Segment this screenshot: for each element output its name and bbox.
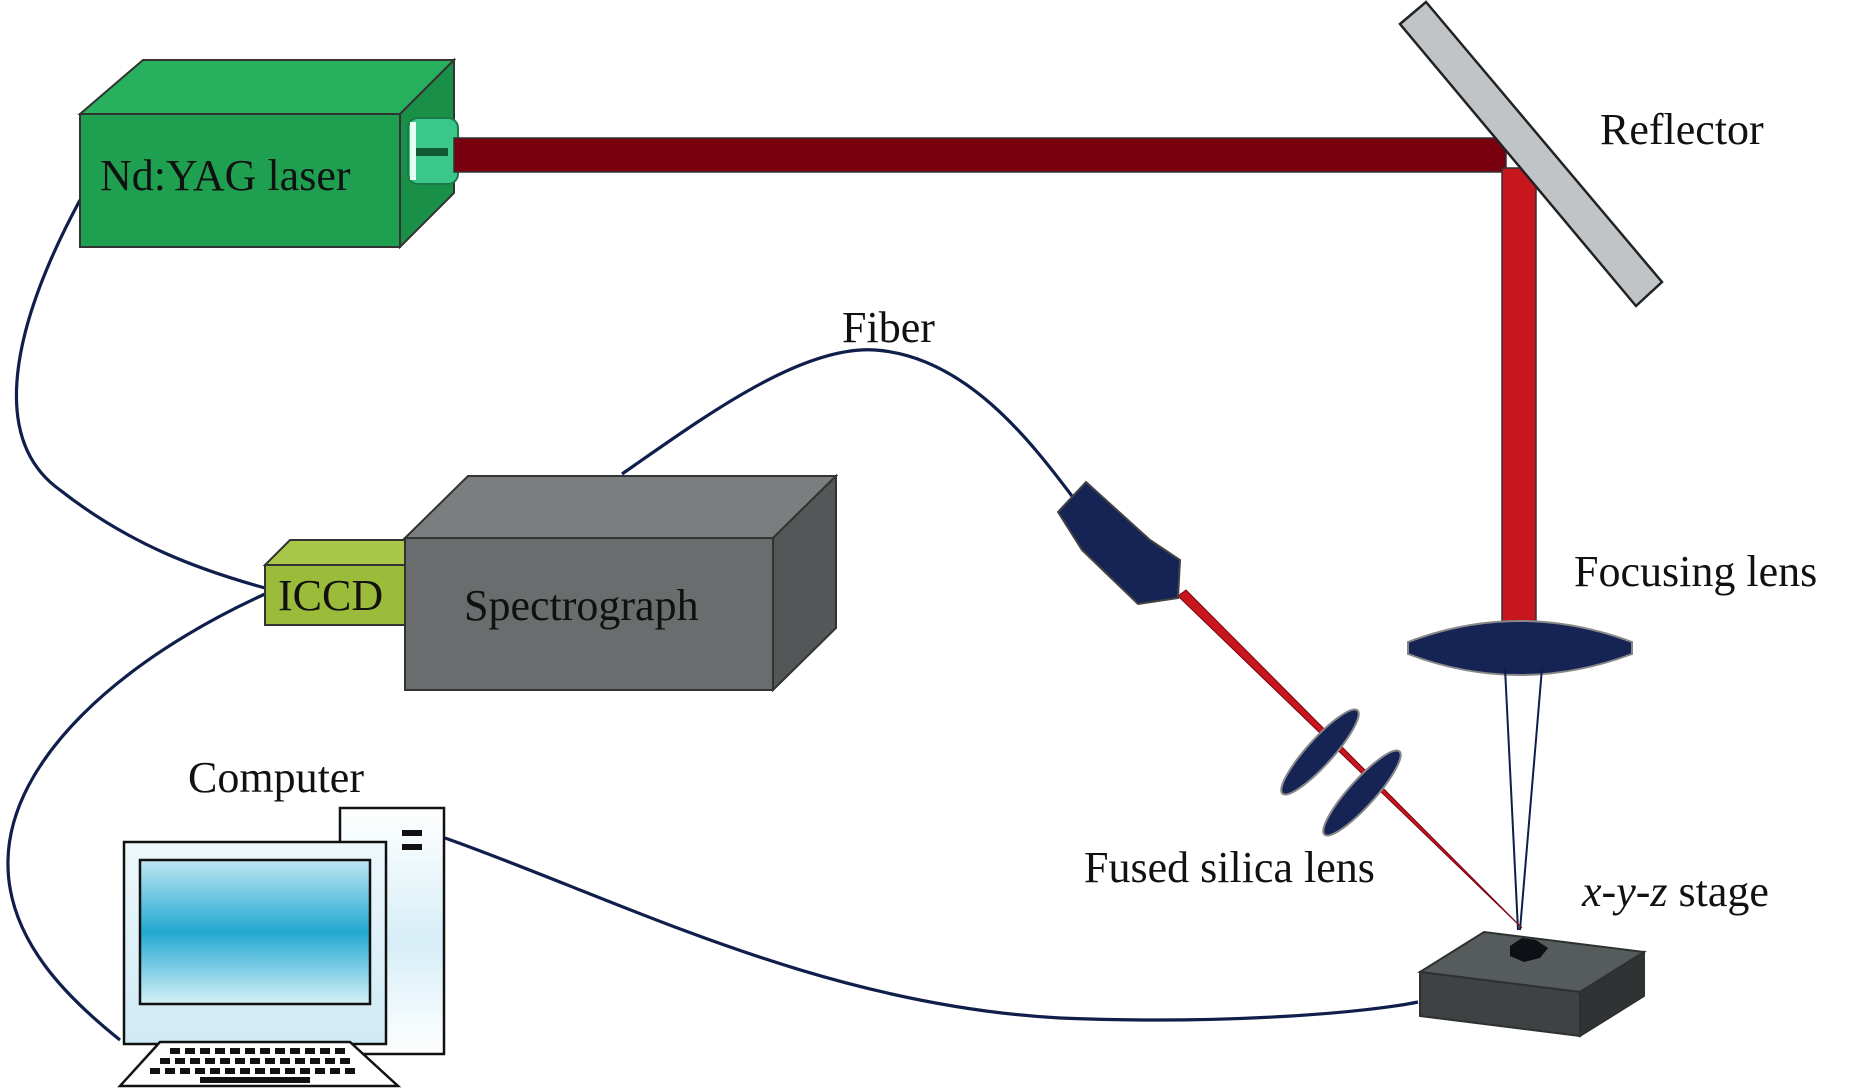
stage-label-dash-2: -	[1636, 867, 1651, 916]
keyboard-key	[305, 1048, 315, 1054]
keyboard-spacebar	[200, 1077, 310, 1083]
spectrograph-front-face	[404, 537, 774, 691]
focused-beam-right	[1519, 667, 1543, 931]
keyboard-key	[230, 1048, 240, 1054]
keyboard-key	[160, 1058, 170, 1064]
stage-label: x-y-z stage	[1581, 867, 1769, 916]
keyboard-key	[190, 1058, 200, 1064]
laser-label: Nd:YAG laser	[100, 151, 351, 200]
keyboard-key	[285, 1068, 295, 1074]
sample-spot	[1510, 938, 1548, 962]
keyboard-key	[265, 1058, 275, 1064]
keyboard-key	[170, 1048, 180, 1054]
keyboard-key	[240, 1068, 250, 1074]
fused-silica-lens-label: Fused silica lens	[1084, 843, 1375, 892]
iccd-top-face	[262, 539, 406, 566]
tower-slot-2	[402, 844, 422, 850]
keyboard-key	[260, 1048, 270, 1054]
cables	[6, 199, 1419, 1042]
focusing-lens-label: Focusing lens	[1574, 547, 1817, 596]
stage-label-z: z	[1649, 867, 1667, 916]
stage-label-y: y	[1612, 867, 1636, 916]
keyboard-key	[325, 1058, 335, 1064]
stage-label-x: x	[1581, 867, 1602, 916]
keyboard-key	[340, 1058, 350, 1064]
keyboard-key	[235, 1058, 245, 1064]
keyboard-key	[175, 1058, 185, 1064]
cable-iccd-computer	[6, 592, 266, 1042]
keyboard-key	[185, 1048, 195, 1054]
iccd-label: ICCD	[278, 571, 383, 620]
keyboard-key	[210, 1068, 220, 1074]
focusing-lens	[1407, 620, 1633, 676]
fused-silica-lens-1	[1280, 708, 1360, 796]
keyboard-key	[270, 1068, 280, 1074]
keyboard-key	[225, 1068, 235, 1074]
fiber-cable	[621, 348, 1077, 501]
keyboard-key	[280, 1058, 290, 1064]
keyboard-key	[245, 1048, 255, 1054]
keyboard-key	[345, 1068, 355, 1074]
keyboard-key	[205, 1058, 215, 1064]
keyboard-key	[300, 1068, 310, 1074]
keyboard-key	[330, 1068, 340, 1074]
keyboard-key	[255, 1068, 265, 1074]
keyboard-key	[165, 1068, 175, 1074]
iccd: ICCD	[262, 539, 406, 626]
fiber-label: Fiber	[842, 303, 935, 352]
fiber-collimator	[1056, 480, 1182, 606]
computer: Computer	[117, 753, 446, 1088]
keyboard-key	[335, 1048, 345, 1054]
computer-screen	[138, 858, 372, 1006]
keyboard-key	[195, 1068, 205, 1074]
collection-optics: Fiber Fused silica lens	[842, 303, 1523, 929]
laser-aperture-slot	[414, 148, 448, 156]
fused-silica-lens-2	[1322, 749, 1402, 837]
keyboard-key	[290, 1048, 300, 1054]
reflector-mirror	[1398, 0, 1664, 308]
iccd-front-face	[264, 564, 406, 626]
keyboard-key	[310, 1058, 320, 1064]
spectrograph-label: Spectrograph	[464, 581, 699, 630]
stage-label-word: stage	[1668, 867, 1769, 916]
laser-front-face	[79, 113, 401, 248]
focused-beam-left	[1504, 667, 1519, 931]
tower-slot-1	[402, 830, 422, 836]
stage-side-face	[1579, 950, 1645, 1038]
laser-aperture-glint	[410, 122, 416, 180]
reflector-label: Reflector	[1600, 105, 1764, 154]
keyboard-key	[295, 1058, 305, 1064]
focusing-lens-assembly: Focusing lens	[1407, 547, 1817, 931]
collection-beam	[1177, 589, 1523, 929]
keyboard-key	[150, 1068, 160, 1074]
spectrograph: Spectrograph	[402, 473, 839, 693]
keyboard-keys	[150, 1048, 355, 1083]
laser-beam-horizontal	[453, 137, 1507, 173]
spectrograph-top-face	[402, 475, 839, 539]
keyboard-key	[320, 1048, 330, 1054]
cable-computer-stage	[444, 836, 1419, 1022]
xyz-stage: x-y-z stage	[1417, 867, 1769, 1038]
laser-beam-vertical	[1501, 167, 1537, 641]
keyboard-key	[275, 1048, 285, 1054]
keyboard-key	[220, 1058, 230, 1064]
laser-top-face	[77, 59, 457, 115]
keyboard-key	[200, 1048, 210, 1054]
laser: Nd:YAG laser	[77, 57, 459, 250]
keyboard-key	[315, 1068, 325, 1074]
cable-laser-iccd	[14, 199, 266, 590]
keyboard-key	[180, 1068, 190, 1074]
stage-label-dash-1: -	[1602, 867, 1617, 916]
keyboard-key	[250, 1058, 260, 1064]
computer-label: Computer	[188, 753, 364, 802]
keyboard-key	[215, 1048, 225, 1054]
